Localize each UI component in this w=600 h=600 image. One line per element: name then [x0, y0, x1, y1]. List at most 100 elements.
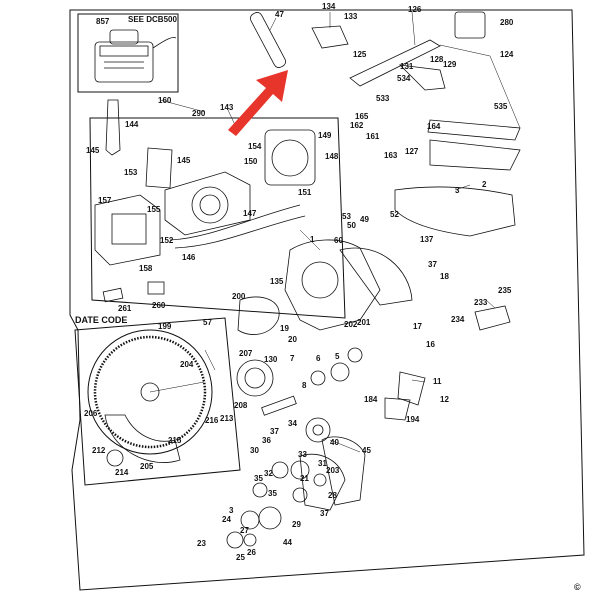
callout-150: 150	[244, 157, 258, 166]
callout-200: 200	[232, 292, 246, 301]
callout-157: 157	[98, 196, 112, 205]
callout-125: 125	[353, 50, 367, 59]
gasket-45	[321, 436, 366, 506]
callout-534: 534	[397, 74, 411, 83]
part-194	[384, 397, 411, 421]
callout-161: 161	[366, 132, 380, 141]
callout-137: 137	[420, 235, 434, 244]
callout-36: 36	[262, 436, 271, 445]
callout-37-bottom: 37	[320, 509, 329, 518]
callout-162: 162	[350, 121, 364, 130]
callout-26: 26	[247, 548, 256, 557]
callout-213: 213	[220, 414, 234, 423]
callout-28: 28	[328, 491, 337, 500]
lower-guard	[104, 414, 181, 463]
callout-199: 199	[158, 322, 172, 331]
callout-19: 19	[280, 324, 289, 333]
callout-127: 127	[405, 147, 419, 156]
callout-163: 163	[384, 151, 398, 160]
part-212	[106, 449, 124, 467]
main-housing	[284, 239, 413, 331]
washer-6	[310, 370, 326, 386]
callout-133: 133	[344, 12, 358, 21]
callout-261: 261	[118, 304, 132, 313]
callout-32: 32	[264, 469, 273, 478]
callout-144: 144	[125, 120, 139, 129]
callout-235: 235	[498, 286, 512, 295]
callout-203: 203	[326, 466, 340, 475]
callout-37-right: 37	[428, 260, 437, 269]
callout-34: 34	[288, 419, 297, 428]
part-153	[145, 147, 173, 189]
assembly-outline	[69, 9, 585, 591]
callout-158: 158	[139, 264, 153, 273]
callout-214: 214	[115, 468, 129, 477]
gear-207	[236, 359, 274, 397]
label-260	[147, 281, 165, 295]
callout-124: 124	[500, 50, 514, 59]
red-arrow	[228, 70, 288, 136]
bearing-8	[347, 347, 363, 363]
callout-21: 21	[300, 474, 309, 483]
callout-31: 31	[318, 459, 327, 468]
callout-208: 208	[234, 401, 248, 410]
part-280-box	[454, 11, 486, 39]
part-233-plate	[474, 305, 511, 331]
callout-44: 44	[283, 538, 292, 547]
callout-23: 23	[197, 539, 206, 548]
callout-27: 27	[240, 526, 249, 535]
callout-57: 57	[203, 318, 212, 327]
callout-52: 52	[390, 210, 399, 219]
callout-153: 153	[124, 168, 138, 177]
callout-126: 126	[408, 5, 422, 14]
callout-151: 151	[298, 188, 312, 197]
callout-205: 205	[140, 462, 154, 471]
callout-149: 149	[318, 131, 332, 140]
callout-135: 135	[270, 277, 284, 286]
callout-47: 47	[275, 10, 284, 19]
callout-24: 24	[222, 515, 231, 524]
callout-129: 129	[443, 60, 457, 69]
field-coil	[264, 129, 316, 186]
callout-49: 49	[360, 215, 369, 224]
callout-30: 30	[250, 446, 259, 455]
callout-207: 207	[239, 349, 253, 358]
gear-housing-203	[299, 454, 346, 511]
callout-16: 16	[426, 340, 435, 349]
callout-11: 11	[433, 377, 442, 386]
callout-6: 6	[316, 354, 321, 363]
callout-53: 53	[342, 212, 351, 221]
callout-45: 45	[362, 446, 371, 455]
callout-233: 233	[474, 298, 488, 307]
callout-2: 2	[482, 180, 487, 189]
see-note: SEE DCB500	[128, 15, 177, 24]
battery-pack	[94, 194, 161, 266]
callout-194: 194	[406, 415, 420, 424]
callout-145-center: 145	[177, 156, 191, 165]
callout-280: 280	[500, 18, 514, 27]
callout-5: 5	[335, 352, 340, 361]
handle-144	[105, 99, 121, 156]
gear-train	[226, 417, 331, 549]
callout-35-upper: 35	[254, 474, 263, 483]
callout-7: 7	[290, 354, 295, 363]
callout-147: 147	[243, 209, 257, 218]
shaft-7	[261, 395, 297, 416]
saw-blade	[87, 329, 213, 455]
callout-234: 234	[451, 315, 465, 324]
callout-130: 130	[264, 355, 278, 364]
callout-40: 40	[330, 438, 339, 447]
callout-145-left: 145	[86, 146, 100, 155]
callout-1: 1	[310, 235, 315, 244]
callout-152: 152	[160, 236, 174, 245]
callout-3-top: 3	[455, 186, 460, 195]
callout-215: 215	[168, 436, 182, 445]
charger-part	[94, 29, 177, 83]
label-261	[102, 287, 124, 303]
callout-17: 17	[413, 322, 422, 331]
callout-202: 202	[344, 320, 358, 329]
callout-165: 165	[355, 112, 369, 121]
part-47-bar	[249, 12, 287, 68]
